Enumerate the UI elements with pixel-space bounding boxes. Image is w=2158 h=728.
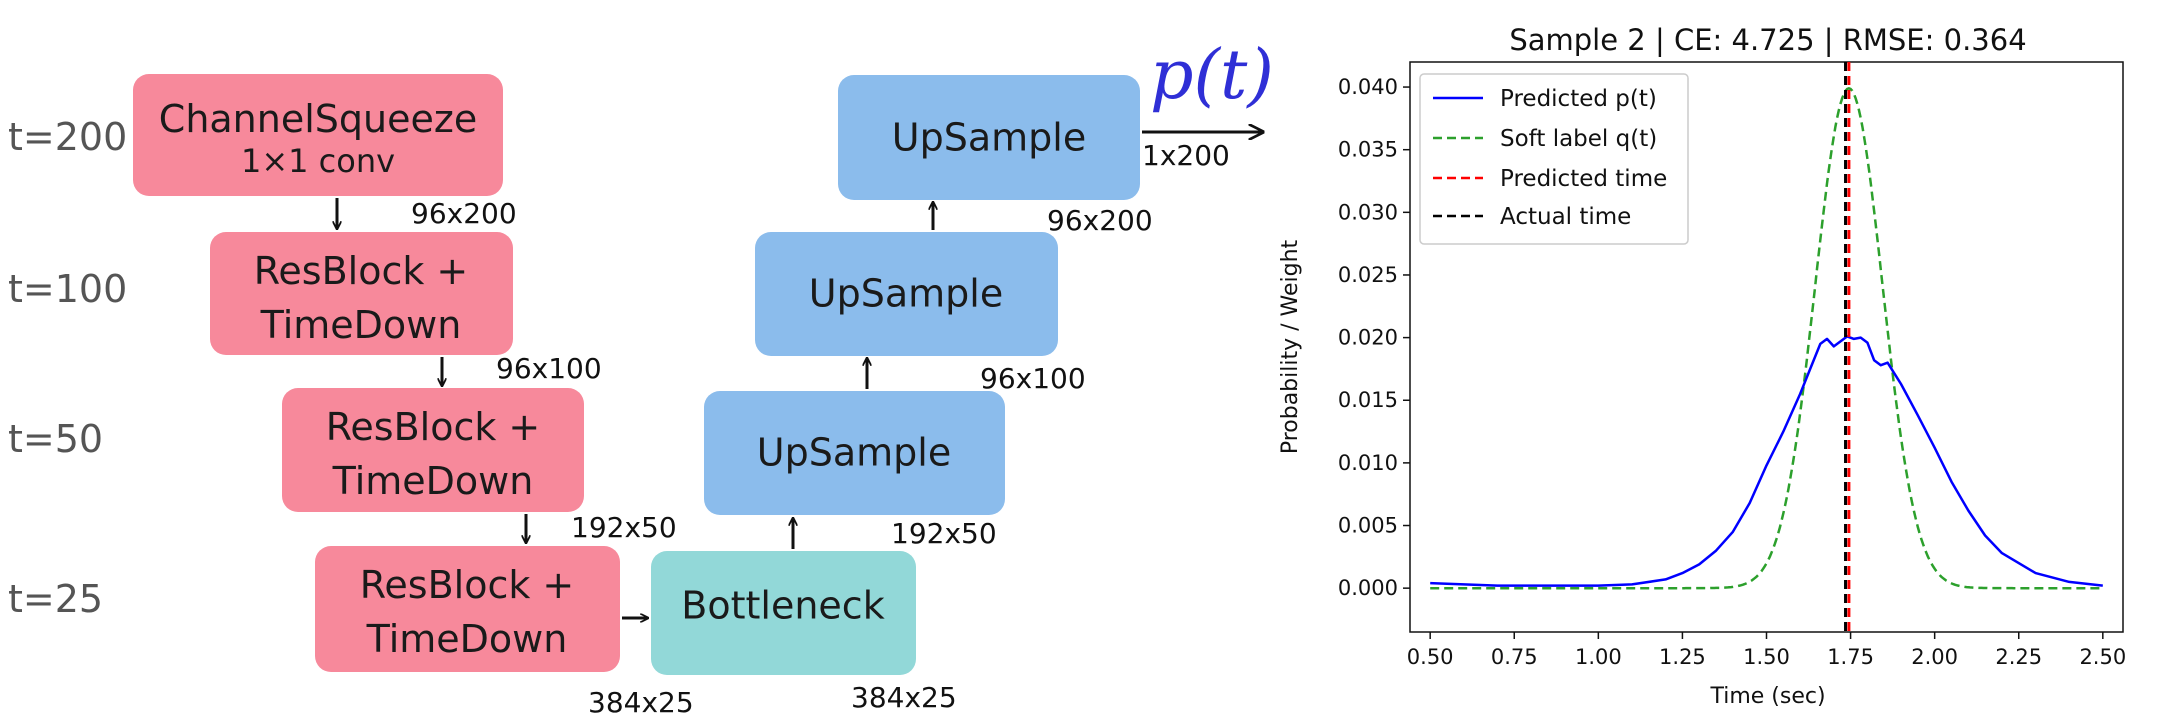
dim-dec1: 96x100 (980, 362, 1086, 395)
y-tick-label: 0.015 (1338, 388, 1398, 412)
upsample-block-3: UpSample (838, 75, 1140, 200)
x-tick-label: 1.50 (1743, 645, 1790, 669)
chart-title: Sample 2 | CE: 4.725 | RMSE: 0.364 (1509, 23, 2026, 57)
dim-enc1: 96x100 (496, 352, 602, 385)
channel-squeeze-title: ChannelSqueeze (159, 97, 477, 141)
y-axis-label: Probability / Weight (1278, 239, 1303, 454)
time-label-50: t=50 (8, 417, 103, 461)
legend: Predicted p(t) Soft label q(t) Predicted… (1419, 73, 1689, 245)
dim-dec2: 96x200 (1047, 204, 1153, 237)
resblock-3-subtitle: TimeDown (366, 617, 568, 661)
x-tick-label: 2.00 (1911, 645, 1958, 669)
resblock-timedown-1: ResBlock + TimeDown (210, 232, 513, 355)
dim-enc0: 96x200 (411, 197, 517, 230)
dim-bottleneck: 384x25 (851, 681, 957, 714)
time-label-200: t=200 (8, 115, 127, 159)
x-axis-ticks: 0.50 0.75 1.00 1.25 1.50 1.75 2.00 2.25 2.50 (1407, 632, 2126, 669)
upsample-1-label: UpSample (757, 431, 951, 475)
legend-label-actual-time: Actual time (1500, 204, 1631, 230)
upsample-3-label: UpSample (892, 116, 1086, 160)
x-tick-label: 1.25 (1659, 645, 1706, 669)
legend-label-predicted: Predicted p(t) (1500, 86, 1657, 112)
y-tick-label: 0.000 (1338, 576, 1398, 600)
upsample-block-1: UpSample (704, 391, 1005, 515)
y-tick-label: 0.030 (1338, 200, 1398, 224)
legend-label-predicted-time: Predicted time (1500, 166, 1667, 192)
resblock-2-title: ResBlock + (326, 405, 541, 449)
x-axis-label: Time (sec) (1709, 684, 1825, 709)
time-label-100: t=100 (8, 267, 127, 311)
dim-enc2: 192x50 (571, 511, 677, 544)
resblock-timedown-3: ResBlock + TimeDown (315, 546, 620, 672)
x-tick-label: 0.50 (1407, 645, 1454, 669)
output-label-pt: p(t) (1150, 36, 1274, 115)
bottleneck-block: Bottleneck (651, 551, 916, 675)
channel-squeeze-block: ChannelSqueeze 1×1 conv (133, 74, 503, 196)
dim-dec0: 192x50 (891, 517, 997, 550)
arrows (337, 132, 1263, 618)
y-axis-ticks: 0.000 0.005 0.010 0.015 0.020 0.025 0.030 0.035… (1338, 75, 1410, 600)
y-tick-label: 0.040 (1338, 75, 1398, 99)
y-tick-label: 0.005 (1338, 514, 1398, 538)
resblock-2-subtitle: TimeDown (332, 459, 534, 503)
x-tick-label: 0.75 (1491, 645, 1538, 669)
series-predicted-line (1430, 335, 2103, 587)
y-tick-label: 0.020 (1338, 326, 1398, 350)
dim-output: 1x200 (1142, 139, 1230, 172)
series-soft-label-line (1430, 86, 2103, 590)
dim-enc3: 384x25 (588, 686, 694, 719)
upsample-block-2: UpSample (755, 232, 1058, 356)
plot-area (1430, 62, 2103, 632)
legend-label-soft-label: Soft label q(t) (1500, 126, 1657, 152)
resblock-1-subtitle: TimeDown (260, 303, 462, 347)
resblock-3-title: ResBlock + (360, 563, 575, 607)
y-tick-label: 0.025 (1338, 263, 1398, 287)
channel-squeeze-subtitle: 1×1 conv (241, 142, 395, 180)
x-tick-label: 1.00 (1575, 645, 1622, 669)
upsample-2-label: UpSample (809, 272, 1003, 316)
resblock-timedown-2: ResBlock + TimeDown (282, 388, 584, 512)
resblock-1-title: ResBlock + (254, 249, 469, 293)
time-label-25: t=25 (8, 577, 103, 621)
y-tick-label: 0.035 (1338, 138, 1398, 162)
y-tick-label: 0.010 (1338, 451, 1398, 475)
x-tick-label: 2.50 (2079, 645, 2126, 669)
bottleneck-label: Bottleneck (681, 584, 884, 628)
legend-box (1419, 73, 1689, 245)
x-tick-label: 2.25 (1995, 645, 2042, 669)
x-tick-label: 1.75 (1827, 645, 1874, 669)
architecture-diagram: t=200 t=100 t=50 t=25 ChannelSqueeze 1×1… (8, 36, 1274, 719)
